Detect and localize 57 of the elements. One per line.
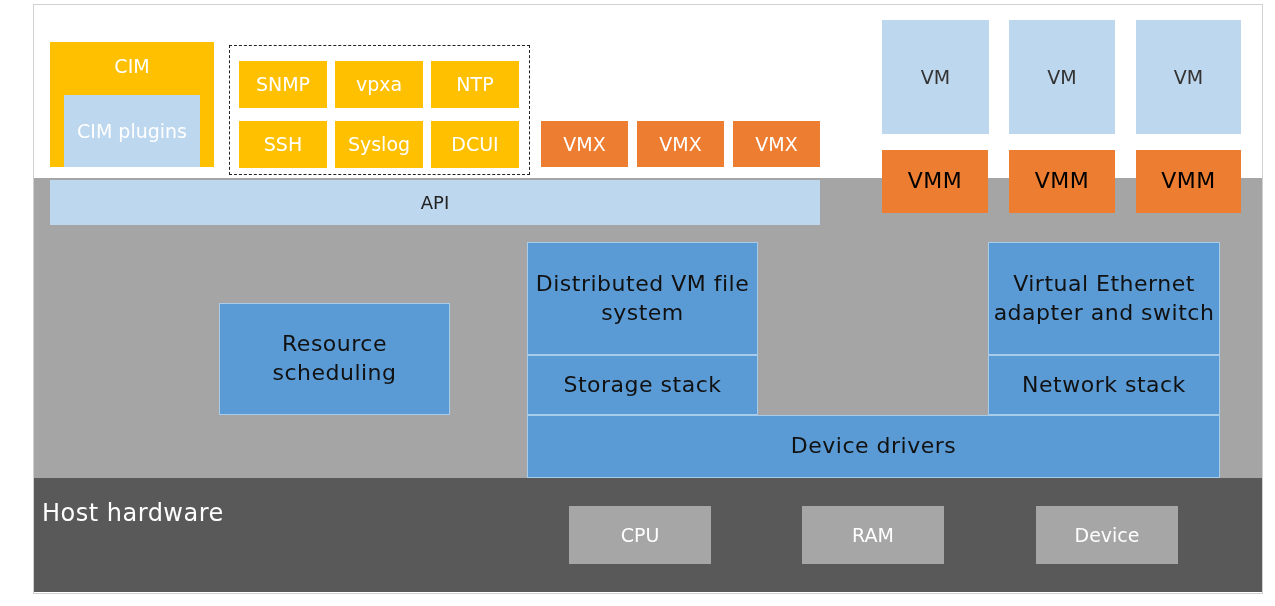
- node-label: VM: [1173, 64, 1204, 90]
- node-label: VMM: [907, 167, 963, 196]
- monitor-box: [1009, 150, 1115, 213]
- group-box: [229, 45, 530, 175]
- node-label: VM: [1047, 64, 1077, 90]
- service-box: [431, 61, 519, 108]
- monitor-box: [882, 150, 988, 213]
- node-label: VMM: [1161, 167, 1216, 196]
- vm-box: [1136, 20, 1241, 134]
- component-box: [527, 355, 758, 415]
- node-label: Device drivers: [790, 432, 957, 461]
- node-label: Syslog: [347, 132, 411, 157]
- hardware-band: [34, 478, 1262, 592]
- node-label: SSH: [263, 132, 303, 157]
- service-box: [239, 121, 327, 168]
- node-label: Storage stack: [563, 370, 722, 399]
- node-label: VM: [920, 64, 951, 90]
- component-box: [527, 242, 758, 355]
- node-label: CIM: [114, 54, 150, 79]
- service-box: [335, 61, 423, 108]
- node-label: vpxa: [355, 72, 403, 97]
- hardware-box: [1036, 506, 1178, 564]
- component-box: [988, 242, 1220, 355]
- node-label: Device: [1074, 522, 1140, 548]
- node-label: VMM: [1034, 167, 1090, 196]
- node-label: Distributed VM file system: [534, 269, 751, 327]
- node-label: CIM plugins: [77, 118, 187, 144]
- node-label: DCUI: [451, 132, 499, 157]
- component-box: [527, 415, 1220, 478]
- node-label: RAM: [852, 522, 894, 548]
- hardware-box: [569, 506, 711, 564]
- node-label: VMX: [563, 131, 606, 157]
- plugin-box: [64, 95, 200, 167]
- component-box: [219, 303, 450, 415]
- service-box: [431, 121, 519, 168]
- service-box: [239, 61, 327, 108]
- vm-box: [882, 20, 989, 134]
- node-label: Network stack: [1022, 370, 1186, 399]
- api-bar: [50, 180, 820, 225]
- node-label: Resource scheduling: [271, 330, 398, 387]
- service-box: [335, 121, 423, 168]
- node-label: Host hardware: [42, 498, 224, 529]
- process-box: [637, 121, 724, 167]
- node-label: NTP: [456, 72, 494, 97]
- component-box: [988, 355, 1220, 415]
- process-box: [541, 121, 628, 167]
- hardware-box: [802, 506, 944, 564]
- module-box: [50, 42, 214, 167]
- node-label: VMX: [755, 131, 798, 157]
- process-box: [733, 121, 820, 167]
- vm-box: [1009, 20, 1115, 134]
- node-label: Virtual Ethernet adapter and switch: [992, 269, 1216, 327]
- monitor-box: [1136, 150, 1241, 213]
- node-label: SNMP: [255, 72, 311, 97]
- node-label: API: [420, 190, 450, 215]
- node-label: CPU: [620, 522, 660, 548]
- node-label: VMX: [659, 131, 702, 157]
